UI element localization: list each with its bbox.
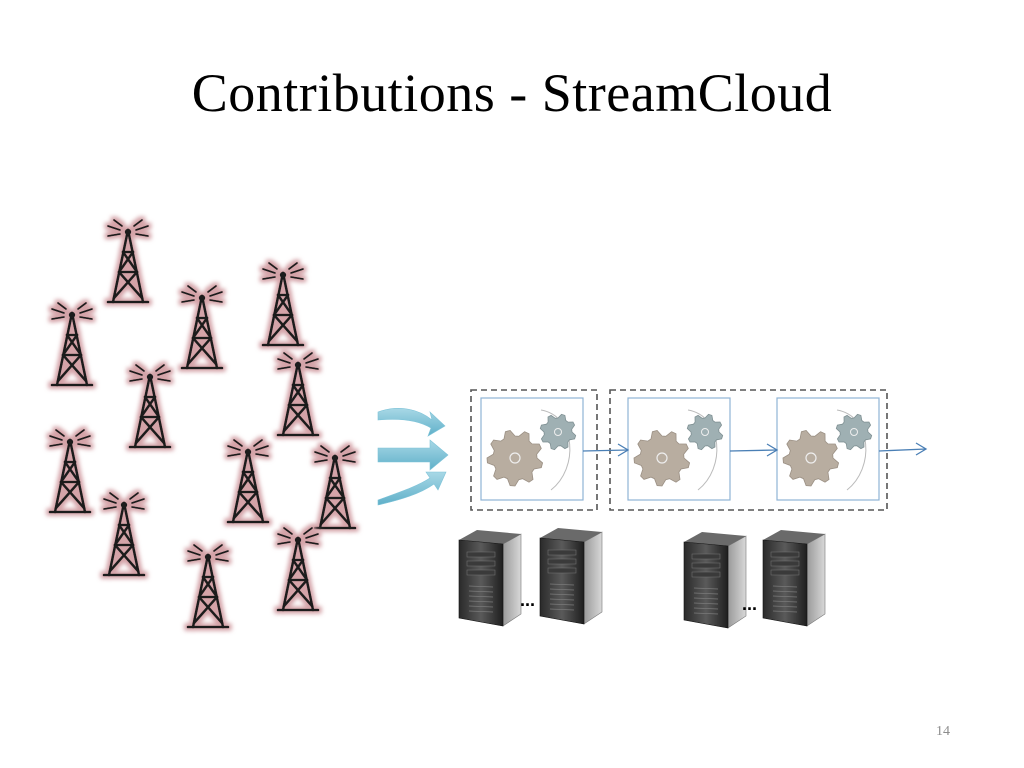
operator-box bbox=[480, 397, 584, 501]
cell-tower-icon bbox=[128, 364, 172, 449]
cell-tower-icon bbox=[226, 439, 270, 524]
cell-tower-icon bbox=[261, 262, 305, 347]
server-tower-icon bbox=[458, 530, 522, 627]
flow-arrow bbox=[729, 443, 779, 457]
cell-tower-icon bbox=[102, 492, 146, 577]
curved-arrow-icon bbox=[377, 408, 446, 437]
gears-icon bbox=[486, 409, 577, 491]
server-ellipsis: ... bbox=[520, 590, 535, 610]
subcluster-box bbox=[470, 389, 598, 511]
slide-number: 14 bbox=[936, 724, 950, 739]
cell-tower-icon bbox=[48, 429, 92, 514]
input-arrows-group bbox=[377, 408, 449, 506]
pipeline-group bbox=[470, 389, 928, 511]
cell-tower-icon bbox=[186, 544, 230, 629]
server-tower-icon bbox=[683, 532, 747, 629]
flow-arrow bbox=[582, 443, 630, 457]
cell-tower-icon bbox=[276, 527, 320, 612]
cell-tower-icon bbox=[180, 285, 224, 370]
cell-tower-icon bbox=[313, 445, 357, 530]
cell-tower-icon bbox=[50, 302, 94, 387]
gears-icon bbox=[633, 409, 724, 491]
gears-icon bbox=[782, 409, 873, 491]
cell-tower-icon bbox=[276, 352, 320, 437]
server-tower-icon bbox=[539, 528, 603, 625]
operator-box bbox=[627, 397, 731, 501]
curved-arrow-icon bbox=[377, 439, 449, 471]
cell-tower-icon bbox=[106, 219, 150, 304]
slide-title: Contributions - StreamCloud bbox=[191, 63, 833, 123]
operator-box bbox=[776, 397, 880, 501]
servers-group: ...... bbox=[458, 528, 826, 629]
server-tower-icon bbox=[762, 530, 826, 627]
cell-towers-group bbox=[48, 219, 357, 629]
flow-arrow bbox=[878, 442, 928, 456]
server-ellipsis: ... bbox=[742, 594, 757, 614]
curved-arrow-icon bbox=[377, 471, 447, 506]
